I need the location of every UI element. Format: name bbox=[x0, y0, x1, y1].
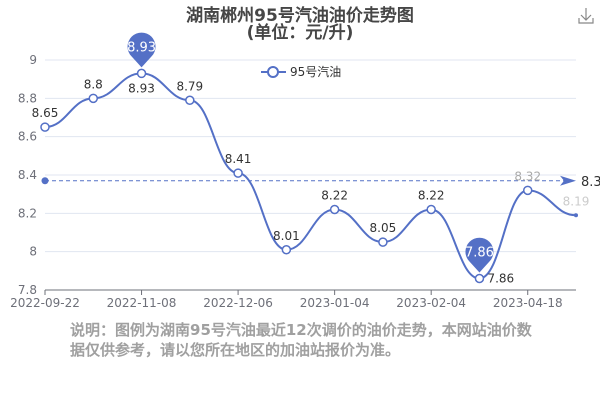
x-tick-label: 2022-09-22 bbox=[10, 296, 80, 310]
y-tick-label: 8.8 bbox=[18, 91, 37, 105]
pin-marker bbox=[127, 32, 156, 68]
data-point bbox=[88, 93, 99, 104]
data-label: 8.79 bbox=[176, 79, 203, 93]
series-line bbox=[44, 72, 577, 280]
data-label: 8.22 bbox=[321, 189, 348, 203]
average-line-arrow bbox=[560, 175, 576, 186]
y-tick-label: 7.8 bbox=[18, 283, 37, 297]
data-point bbox=[574, 213, 578, 218]
data-point bbox=[136, 68, 147, 79]
chart-note: 说明：图例为湖南95号汽油最近12次调价的油价走势，本网站油价数据仅供参考，请以… bbox=[70, 321, 532, 359]
x-tick-label: 2022-11-08 bbox=[107, 296, 177, 310]
data-label: 8.32 bbox=[514, 169, 541, 183]
pin-label: 8.93 bbox=[127, 40, 156, 55]
y-tick-label: 8 bbox=[29, 245, 37, 259]
download-icon[interactable] bbox=[578, 8, 594, 24]
data-label: 8.05 bbox=[370, 221, 397, 235]
data-point bbox=[474, 273, 485, 284]
legend[interactable]: 95号汽油 bbox=[261, 64, 341, 79]
average-line-label: 8.3 bbox=[581, 175, 600, 190]
chart-title: 湖南郴州95号汽油油价走势图 bbox=[186, 5, 414, 26]
data-label: 8.19 bbox=[563, 194, 590, 208]
y-tick-label: 8.4 bbox=[18, 168, 37, 182]
data-label: 7.86 bbox=[487, 272, 514, 286]
y-tick-label: 9 bbox=[29, 53, 37, 67]
y-tick-label: 8.2 bbox=[18, 206, 37, 220]
data-point bbox=[426, 204, 436, 215]
data-point bbox=[185, 95, 195, 105]
pin-marker bbox=[465, 237, 494, 273]
x-tick-label: 2023-01-04 bbox=[300, 296, 370, 310]
chart-subtitle: (单位：元/升) bbox=[247, 22, 354, 43]
data-point bbox=[40, 122, 50, 132]
x-tick-label: 2023-02-04 bbox=[396, 296, 466, 310]
data-point bbox=[329, 204, 340, 215]
data-label: 8.8 bbox=[84, 77, 103, 91]
y-tick-label: 8.6 bbox=[18, 130, 37, 144]
pin-label: 7.86 bbox=[465, 246, 494, 261]
data-label: 8.01 bbox=[273, 229, 300, 243]
data-point bbox=[522, 185, 533, 196]
legend-label: 95号汽油 bbox=[290, 64, 341, 79]
x-tick-label: 2023-04-18 bbox=[493, 296, 563, 310]
data-point bbox=[281, 245, 292, 255]
data-label: 8.93 bbox=[128, 81, 155, 95]
data-label: 8.65 bbox=[32, 106, 59, 120]
data-label: 8.22 bbox=[418, 189, 445, 203]
data-point bbox=[233, 168, 243, 178]
x-tick-label: 2022-12-06 bbox=[203, 296, 273, 310]
data-point bbox=[378, 237, 388, 247]
data-label: 8.41 bbox=[225, 152, 252, 166]
